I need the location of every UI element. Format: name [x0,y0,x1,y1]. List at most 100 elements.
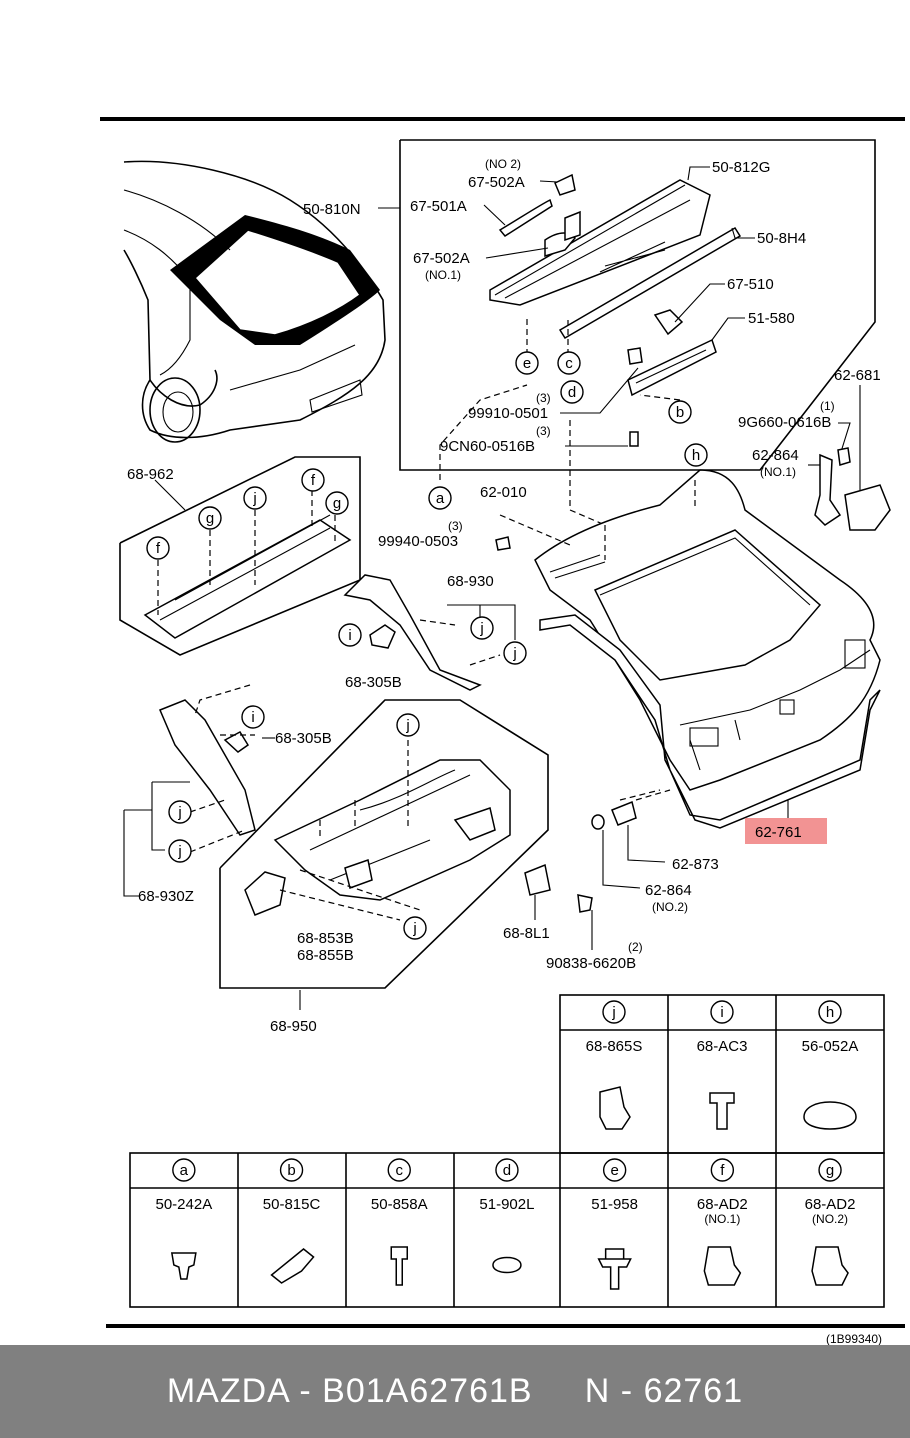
svg-text:j: j [177,804,181,821]
svg-text:68-930Z: 68-930Z [138,888,194,905]
svg-text:j: j [412,920,416,937]
svg-text:68-305B: 68-305B [345,674,402,691]
svg-text:a: a [436,490,445,507]
svg-text:9G660-0616B: 9G660-0616B [738,414,831,431]
bumper-stops [495,385,891,889]
svg-text:99940-0503: 99940-0503 [378,533,458,550]
legend-marker-f [710,1158,735,1182]
svg-text:68-8L1: 68-8L1 [503,925,550,942]
svg-text:b: b [676,404,684,421]
legend-marker-b [279,1158,304,1182]
svg-text:j: j [479,620,483,637]
svg-text:(2): (2) [628,940,643,954]
legend-marker-i [710,1000,734,1024]
legend-table [129,994,885,1308]
marker-h [684,443,708,467]
svg-text:50-8H4: 50-8H4 [757,230,806,247]
svg-text:68-855B: 68-855B [297,947,354,964]
svg-text:g: g [333,495,341,512]
legend-letter: g [826,1162,834,1179]
svg-text:68-853B: 68-853B [297,930,354,947]
legend-letter: h [826,1004,834,1021]
marker-j4 [168,800,192,824]
svg-text:(NO.2): (NO.2) [652,900,688,914]
svg-text:67-502A: 67-502A [468,174,525,191]
svg-text:90838-6620B: 90838-6620B [546,955,636,972]
svg-text:j: j [252,490,256,507]
svg-text:68-950: 68-950 [270,1018,317,1035]
marker-b [668,400,692,424]
legend-part-number: 56-052A [802,1038,859,1055]
a-fastener-icon [170,1252,197,1280]
legend-part-number: 68-865S [586,1038,643,1055]
g-fastener-icon [811,1246,849,1286]
highlight-62-761 [745,818,827,844]
hinge-parts [123,574,516,897]
marker-c [557,351,581,375]
svg-text:50-810N: 50-810N [303,201,361,218]
j-fastener-icon [599,1086,631,1130]
legend-part-qualifier: (NO.2) [812,1212,848,1226]
svg-text:9CN60-0516B: 9CN60-0516B [440,438,535,455]
marker-j3 [503,641,527,665]
legend-letter: d [503,1162,511,1179]
legend-letter: j [611,1004,615,1021]
svg-text:67-501A: 67-501A [410,198,467,215]
marker-j7 [403,916,427,940]
legend-part-number: 68-AD2 [805,1196,856,1213]
callout-labels: 50-812G 50-810N (NO 2) 67-502A 67-501A 6… [127,157,881,1035]
svg-text:f: f [311,472,316,489]
legend-part-number: 50-242A [155,1196,212,1213]
svg-text:(3): (3) [536,391,551,405]
svg-text:e: e [523,355,531,372]
svg-text:(1): (1) [820,399,835,413]
i-fastener-icon [709,1092,735,1130]
car-silhouette [123,160,386,443]
svg-text:d: d [568,384,576,401]
legend-letter: b [287,1162,295,1179]
svg-text:f: f [156,540,161,557]
marker-j6 [396,713,420,737]
svg-text:62-864: 62-864 [752,447,799,464]
c-fastener-icon [390,1246,408,1286]
svg-text:68-962: 68-962 [127,466,174,483]
legend-marker-h [818,1000,842,1024]
svg-text:(NO.1): (NO.1) [425,268,461,282]
legend-letter: c [396,1162,404,1179]
d-fastener-icon [492,1256,522,1274]
b-fastener-icon [270,1248,315,1284]
marker-f2 [301,468,325,492]
h-fastener-icon [803,1101,857,1130]
marker-letters: e c d b a h f g j f g i j j i j j j j [156,355,700,937]
svg-text:c: c [565,355,573,372]
legend-marker-j [602,1000,626,1024]
svg-text:h: h [692,447,700,464]
svg-text:j: j [177,843,181,860]
svg-text:68-305B: 68-305B [275,730,332,747]
spoiler-group-box [399,139,876,471]
e-fastener-icon [597,1248,632,1290]
marker-e [515,351,539,375]
svg-text:68-930: 68-930 [447,573,494,590]
svg-text:62-010: 62-010 [480,484,527,501]
trim-box-68-950 [219,699,593,1010]
marker-circles [146,351,708,940]
legend-letter: a [180,1162,189,1179]
svg-text:99910-0501: 99910-0501 [468,405,548,422]
parts-diagram: e c d b a h f g j f g i j j i j j j j 50… [100,117,905,1345]
svg-text:62-873: 62-873 [672,856,719,873]
legend-part-number: 51-902L [479,1196,534,1213]
f-fastener-icon [703,1246,742,1286]
trim-box-68-962 [119,456,361,656]
marker-j1 [243,486,267,510]
svg-text:62-864: 62-864 [645,882,692,899]
legend-letter: i [720,1004,723,1021]
marker-a [428,486,452,510]
svg-text:50-812G: 50-812G [712,159,770,176]
legend-part-number: 68-AD2 [697,1196,748,1213]
legend-part-number: 68-AC3 [697,1038,748,1055]
marker-d [560,380,584,404]
legend-marker-e [602,1158,627,1182]
legend-letter: e [610,1162,618,1179]
svg-text:(3): (3) [448,519,463,533]
